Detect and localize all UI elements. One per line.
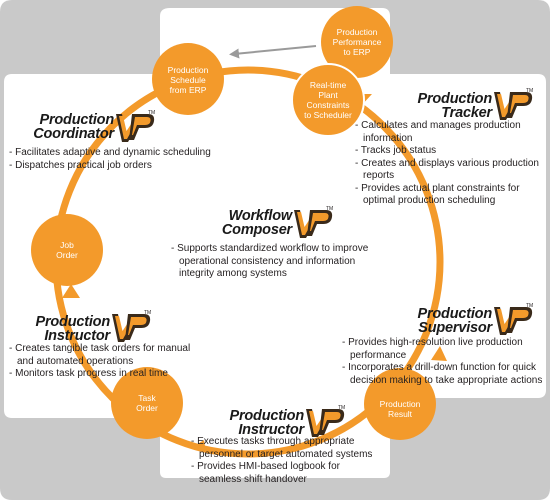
node-label-job-order: Job Order [56, 240, 78, 260]
node-label-constraints: Real-time Plant Constraints to Scheduler [304, 80, 352, 120]
supervisor-title: Production Supervisor [417, 306, 492, 336]
instructor-left-bullets: - Creates tangible task orders for manua… [9, 343, 191, 379]
node-task-order [111, 367, 183, 439]
vp-logo-icon: TM [292, 206, 334, 245]
node-result [364, 368, 436, 440]
vp-logo-icon: TM [110, 310, 152, 349]
coordinator-bullets: - Facilitates adaptive and dynamic sched… [9, 147, 211, 171]
ring-arrow-bottom [191, 440, 206, 452]
node-label-task-order: Task Order [136, 393, 158, 413]
tracker-title: Production Tracker [417, 91, 492, 121]
node-constraints [291, 63, 365, 137]
node-label-performance: Production Performance to ERP [332, 27, 382, 57]
node-label-result: Production Result [379, 399, 421, 419]
supervisor-bullets: - Provides high-resolution live producti… [342, 337, 543, 386]
svg-text:TM: TM [338, 405, 345, 411]
vp-logo-icon: TM [114, 110, 156, 149]
vp-logo-icon: TM [492, 303, 534, 342]
svg-text:TM: TM [526, 303, 533, 309]
ring-arrow-right [431, 346, 447, 361]
node-label-schedule: Production Schedule from ERP [167, 65, 209, 95]
coordinator-title: Production Coordinator [33, 112, 114, 142]
instructor-bottom-bullets: - Executes tasks through appropriate per… [191, 436, 373, 485]
node-performance [321, 6, 393, 78]
node-schedule [152, 43, 224, 115]
instructor-left-title: Production Instructor [35, 314, 110, 344]
svg-text:TM: TM [526, 88, 533, 94]
ring-arrow-left [62, 284, 80, 298]
node-job-order [31, 214, 103, 286]
svg-text:TM: TM [148, 110, 155, 116]
composer-title: Workflow Composer [221, 208, 292, 238]
vp-logo-icon: TM [492, 88, 534, 127]
erp-flow-arrow [229, 45, 317, 59]
tracker-bullets: - Calculates and manages production info… [355, 120, 539, 206]
svg-text:TM: TM [326, 206, 333, 212]
instructor-bottom-title: Production Instructor [229, 408, 304, 438]
svg-text:TM: TM [144, 310, 151, 316]
vp-logo-icon: TM [304, 405, 346, 444]
composer-bullets: - Supports standardized workflow to impr… [171, 243, 369, 279]
